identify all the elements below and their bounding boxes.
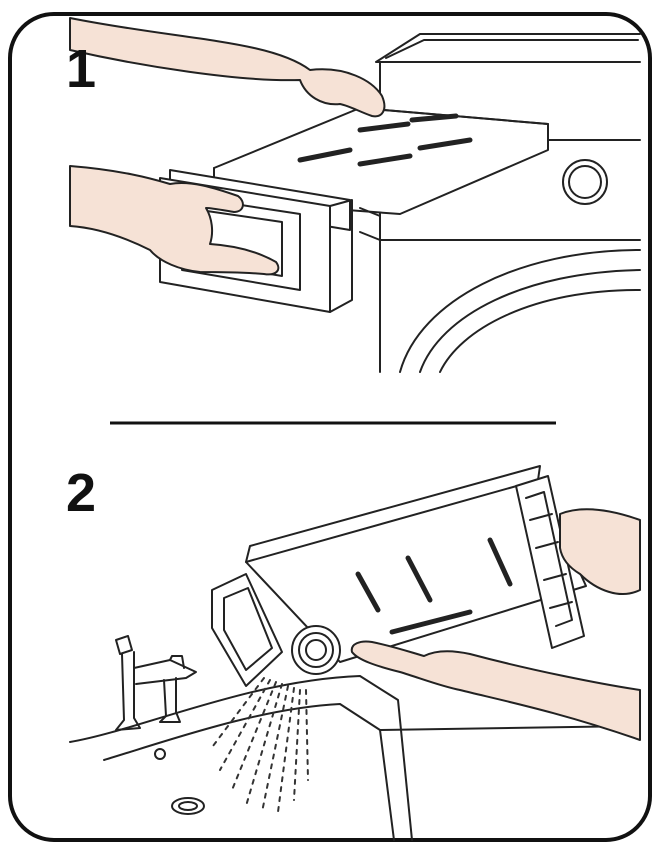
front-hand — [69, 165, 280, 276]
drawer-outlet-icon — [291, 625, 341, 675]
sink-hole — [154, 748, 166, 760]
faucet — [115, 635, 197, 731]
drawer-rinse — [211, 465, 587, 687]
panel-border — [8, 12, 652, 842]
step-2-number: 2 — [66, 463, 97, 523]
washer-door-ring — [439, 289, 641, 373]
washer-top-inner — [385, 39, 639, 59]
bottom-hand — [350, 640, 641, 741]
water-spray — [209, 677, 309, 813]
step-1-number: 1 — [66, 39, 97, 99]
right-hand — [559, 508, 641, 595]
drain-icon — [171, 797, 205, 815]
control-knob-icon — [562, 159, 608, 205]
top-hand — [69, 17, 386, 118]
detergent-drawer — [159, 107, 549, 313]
step1-illustration — [69, 17, 641, 373]
washer-door-inner — [419, 269, 641, 373]
washer-door-outer — [399, 249, 641, 373]
step2-illustration — [69, 465, 641, 841]
